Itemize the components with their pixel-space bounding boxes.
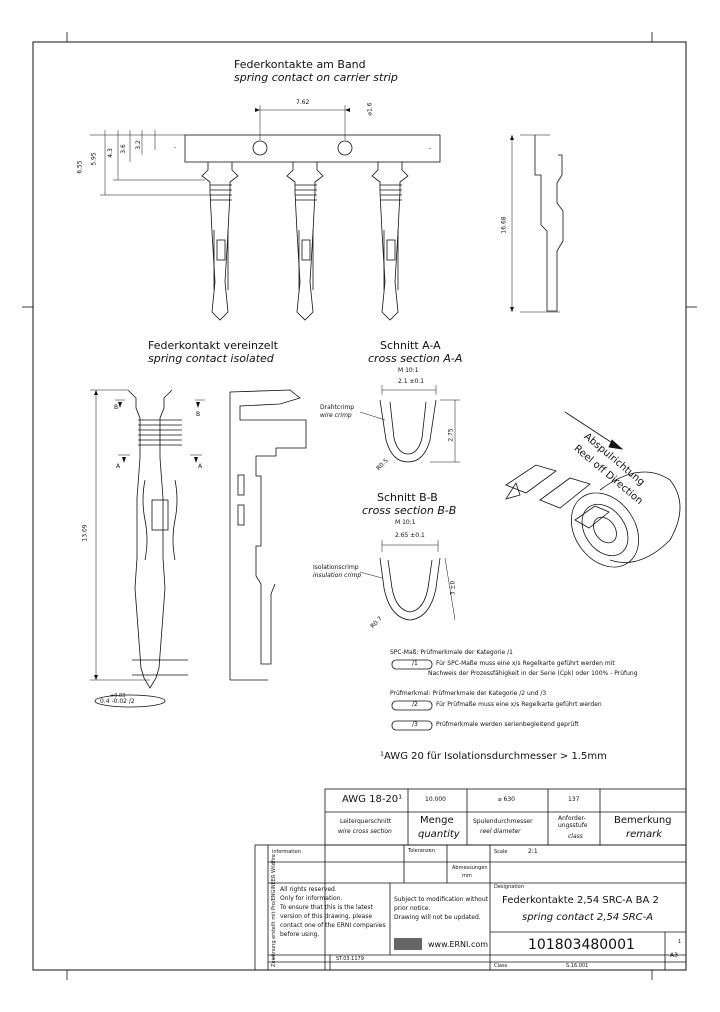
- dim-length: 13.09: [81, 524, 89, 542]
- wire-label-de: Leiterquerschnitt: [340, 818, 392, 825]
- drawing-title-en: spring contact 2,54 SRC-A: [522, 912, 654, 923]
- pm-line: Für Prüfmaße muss eine x/s Regelkarte ge…: [436, 701, 602, 708]
- wire-label-en: wire cross section: [338, 828, 392, 835]
- awg-note: ¹AWG 20 für Isolationsdurchmesser > 1.5m…: [380, 751, 607, 762]
- designation-label: Designation: [494, 884, 524, 890]
- p3-tag: /3: [412, 721, 418, 728]
- class-value: 137: [568, 796, 580, 803]
- sheet-number: 1: [678, 939, 682, 945]
- spc-line2: Nachweis der Prozessfähigkeit in der Ser…: [428, 670, 638, 677]
- drawing-title-de: Federkontakte 2,54 SRC-A BA 2: [502, 895, 659, 906]
- rights-line-6: before using.: [280, 931, 320, 938]
- pm-label: Prüfmerkmal: Prüfmerkmale der Kategorie …: [390, 690, 547, 697]
- pm-tag: /2: [412, 701, 418, 708]
- isolated-title-de: Federkontakt vereinzelt: [148, 339, 278, 352]
- subject-line-2: prior notice.: [394, 905, 431, 912]
- bottom-code: S.16.001: [566, 963, 589, 969]
- rights-line-5: contact one of the ERNI companies: [280, 922, 386, 929]
- section-bb-height: 3 ±0: [449, 580, 457, 596]
- scale-label: Scale: [494, 849, 508, 855]
- class-label-en: class: [568, 833, 583, 840]
- section-aa-scale: M 10:1: [398, 367, 419, 374]
- dim-unit: mm: [462, 873, 472, 879]
- reel-label-de: Spulendurchmesser: [473, 818, 533, 825]
- section-bb-title-de: Schnitt B-B: [377, 491, 438, 504]
- reel-value: ⌀ 630: [498, 796, 515, 803]
- subject-line-3: Drawing will not be updated.: [394, 914, 481, 921]
- tol-label: Toleranzen: [408, 848, 435, 854]
- dim-hole: ⌀1.6: [366, 102, 374, 116]
- section-bb-scale: M 10:1: [395, 519, 416, 526]
- wire-value: AWG 18-20¹: [342, 794, 403, 805]
- dim-h5: 3.2: [134, 140, 142, 150]
- dim-label: Abmessungen: [452, 865, 488, 871]
- spc-line1: Für SPC-Maße muss eine x/s Regelkarte ge…: [436, 660, 615, 667]
- strip-title-en: spring contact on carrier strip: [234, 71, 398, 84]
- dim-pin-dia: 0.4 -0.02 /2: [100, 698, 135, 705]
- section-bb-title-en: cross section B-B: [362, 504, 457, 517]
- erni-website[interactable]: www.ERNI.com: [428, 940, 489, 949]
- dim-pitch: 7.62: [296, 99, 310, 106]
- bottom-mid: ST.03.1179: [336, 956, 364, 962]
- dim-side-height: 16.68: [500, 216, 508, 234]
- spc-tag: /1: [412, 660, 418, 667]
- reel-label-en: reel diameter: [480, 828, 521, 835]
- section-aa-title-en: cross section A-A: [368, 352, 463, 365]
- dim-pin-tol: +0.03: [110, 693, 126, 699]
- subject-line-1: Subject to modification without: [394, 896, 488, 903]
- remark-en: remark: [626, 829, 663, 840]
- dim-h3: 4.3: [106, 148, 114, 158]
- dim-h1: 6.55: [76, 160, 84, 174]
- side-text: Zeichnung erstellt mit Pro/ENGINEER Wild…: [270, 854, 277, 967]
- dim-h2: 5.95: [90, 152, 98, 166]
- insulation-crimp-en: insulation crimp: [313, 572, 362, 579]
- part-number: 101803480001: [528, 937, 635, 953]
- section-aa-width: 2.1 ±0.1: [398, 378, 425, 385]
- insulation-crimp-de: Isolationscrimp: [313, 564, 359, 571]
- qty-value: 10.000: [425, 796, 446, 803]
- rights-line-1: All rights reserved.: [280, 886, 337, 893]
- isolated-title-en: spring contact isolated: [148, 352, 274, 365]
- section-aa-title-de: Schnitt A-A: [380, 339, 441, 352]
- remark-de: Bemerkung: [614, 815, 672, 826]
- bottom-class: Class: [494, 963, 508, 969]
- rights-line-2: Only for information.: [280, 895, 343, 902]
- scale-value: 2:1: [528, 848, 538, 855]
- class-label-de: Anforder-ungsstufe: [558, 815, 588, 830]
- rights-line-3: To ensure that this is the latest: [280, 904, 373, 911]
- marker-b-right: B: [196, 411, 201, 418]
- section-aa-height: 2.75: [447, 428, 455, 442]
- dim-h4: 3.6: [119, 144, 127, 154]
- marker-a-right: A: [198, 463, 203, 470]
- sheet-format: A3: [670, 952, 678, 959]
- marker-a-left: A: [116, 463, 121, 470]
- section-bb-width: 2.65 ±0.1: [395, 532, 425, 539]
- info-label: information: [272, 849, 301, 855]
- p3-line: Prüfmerkmale werden serienbegleitend gep…: [436, 721, 579, 728]
- bottom-left: 1: [272, 956, 276, 962]
- qty-label-de: Menge: [420, 815, 454, 826]
- wire-crimp-de: Drahtcrimp: [320, 404, 355, 411]
- spc-label: SPC-Maß: Prüfmerkmale der Kategorie /1: [390, 649, 513, 656]
- strip-title-de: Federkontakte am Band: [234, 58, 366, 71]
- qty-label-en: quantity: [418, 829, 460, 840]
- marker-b-left: B: [114, 404, 119, 411]
- rights-line-4: version of this drawing, please: [280, 913, 373, 920]
- wire-crimp-en: wire crimp: [320, 412, 352, 419]
